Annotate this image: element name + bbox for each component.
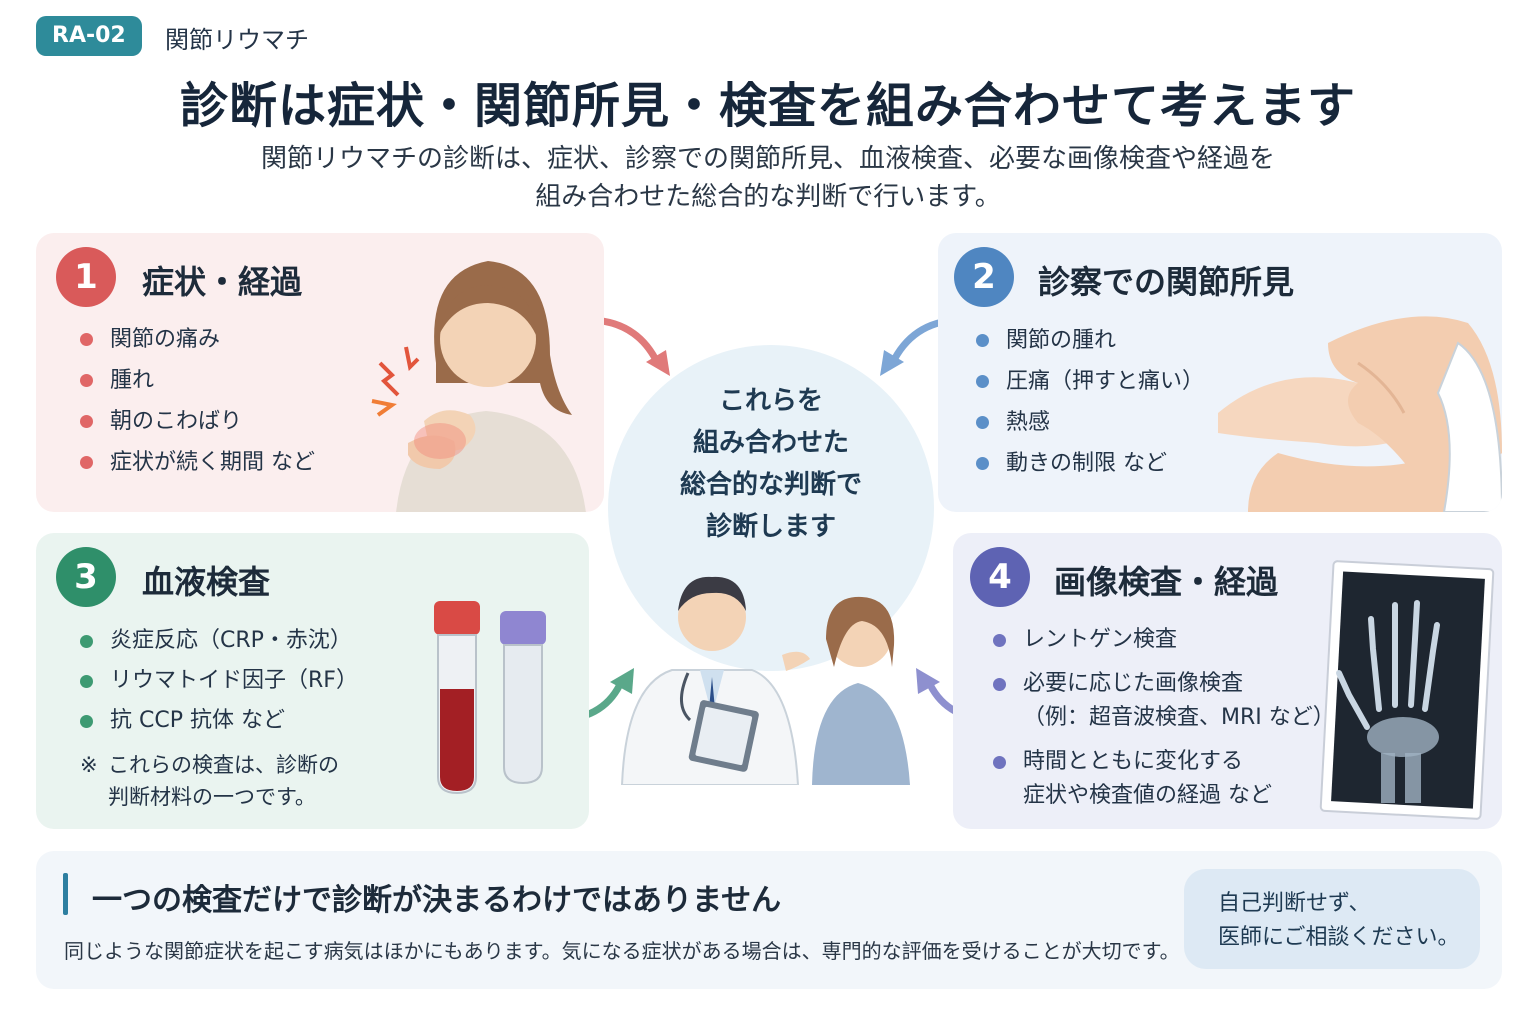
list-item-line: 時間とともに変化する	[1023, 749, 1244, 774]
imaging-list: レントゲン検査 必要に応じた画像検査 （例：超音波検査、MRI など） 時間とと…	[993, 623, 1335, 823]
card-title: 症状・経過	[142, 263, 303, 301]
doctor-examining-hand-icon	[1218, 316, 1502, 512]
list-item: 時間とともに変化する 症状や検査値の経過 など	[993, 745, 1335, 813]
list-item: 症状が続く期間 など	[80, 442, 315, 483]
advice-line: 自己判断せず、	[1218, 891, 1371, 916]
center-line: これらを	[718, 386, 823, 416]
list-item: 炎症反応（CRP・赤沈）	[80, 621, 358, 661]
center-line: 診断します	[705, 512, 836, 542]
joint-finding-list: 関節の腫れ 圧痛（押すと痛い） 熱感 動きの制限 など	[976, 320, 1204, 484]
advice-line: 医師にご相談ください。	[1218, 925, 1460, 950]
lead-text: 関節リウマチの診断は、症状、診察での関節所見、血液検査、必要な画像検査や経過を …	[0, 140, 1536, 216]
list-item: 必要に応じた画像検査 （例：超音波検査、MRI など）	[993, 667, 1335, 735]
doctor-and-patient-icon	[620, 576, 910, 785]
list-item: 圧痛（押すと痛い）	[976, 361, 1204, 402]
card-number-badge: 4	[970, 547, 1030, 607]
list-item: 動きの制限 など	[976, 443, 1204, 484]
card-title: 診察での関節所見	[1038, 263, 1295, 301]
bottom-notice: 一つの検査だけで診断が決まるわけではありません 同じような関節症状を起こす病気は…	[36, 851, 1502, 989]
list-item: 腫れ	[80, 360, 315, 401]
card-number-badge: 2	[954, 247, 1014, 307]
list-item: 関節の腫れ	[976, 320, 1204, 361]
page-title: 診断は症状・関節所見・検査を組み合わせて考えます	[179, 78, 1356, 134]
blood-test-tubes-icon	[434, 601, 546, 795]
test-note: ※ これらの検査は、診断の 判断材料の一つです。	[80, 749, 339, 813]
note-line: 判断材料の一つです。	[108, 785, 316, 809]
notice-title: 一つの検査だけで診断が決まるわけではありません	[92, 883, 782, 918]
center-line: 組み合わせた	[692, 428, 849, 458]
document-tag: RA-02	[36, 16, 142, 56]
card-joint-findings: 2 診察での関節所見 関節の腫れ 圧痛（押すと痛い） 熱感 動きの制限 など	[938, 233, 1502, 512]
card-title: 血液検査	[142, 563, 271, 601]
category-label: 関節リウマチ	[165, 26, 309, 54]
list-item-line: 必要に応じた画像検査	[1023, 671, 1244, 696]
list-item: 抗 CCP 抗体 など	[80, 701, 358, 741]
note-mark: ※	[80, 753, 98, 777]
woman-holding-painful-wrist-icon	[371, 261, 586, 512]
lead-line: 関節リウマチの診断は、症状、診察での関節所見、血液検査、必要な画像検査や経過を	[260, 144, 1275, 174]
note-line: これらの検査は、診断の	[108, 753, 339, 777]
blood-test-list: 炎症反応（CRP・赤沈） リウマトイド因子（RF） 抗 CCP 抗体 など	[80, 621, 358, 741]
symptom-list: 関節の痛み 腫れ 朝のこわばり 症状が続く期間 など	[80, 319, 315, 483]
list-item: 熱感	[976, 402, 1204, 443]
hand-xray-icon	[1319, 560, 1495, 820]
card-symptoms: 1 症状・経過 関節の痛み 腫れ 朝のこわばり 症状が続く期間 など	[36, 233, 604, 512]
list-item: リウマトイド因子（RF）	[80, 661, 358, 701]
list-item: 関節の痛み	[80, 319, 315, 360]
list-item: レントゲン検査	[993, 623, 1335, 657]
card-title: 画像検査・経過	[1054, 563, 1279, 601]
list-item: 朝のこわばり	[80, 401, 315, 442]
notice-text: 同じような関節症状を起こす病気はほかにもあります。気になる症状がある場合は、専門…	[64, 939, 1180, 963]
card-number-badge: 1	[56, 247, 116, 307]
title-accent-bar	[63, 873, 68, 915]
center-message: これらを 組み合わせた 総合的な判断で 診断します	[608, 380, 934, 548]
card-imaging: 4 画像検査・経過 レントゲン検査 必要に応じた画像検査 （例：超音波検査、MR…	[953, 533, 1502, 829]
center-line: 総合的な判断で	[679, 470, 862, 500]
list-item-line: 症状や検査値の経過 など	[1023, 783, 1272, 808]
list-item-line: （例：超音波検査、MRI など）	[1023, 705, 1335, 730]
card-number-badge: 3	[56, 547, 116, 607]
card-blood-test: 3 血液検査 炎症反応（CRP・赤沈） リウマトイド因子（RF） 抗 CCP 抗…	[36, 533, 589, 829]
advice-box: 自己判断せず、 医師にご相談ください。	[1184, 869, 1480, 969]
list-item-line: レントゲン検査	[1023, 627, 1178, 652]
lead-line: 組み合わせた総合的な判断で行います。	[535, 182, 1001, 212]
